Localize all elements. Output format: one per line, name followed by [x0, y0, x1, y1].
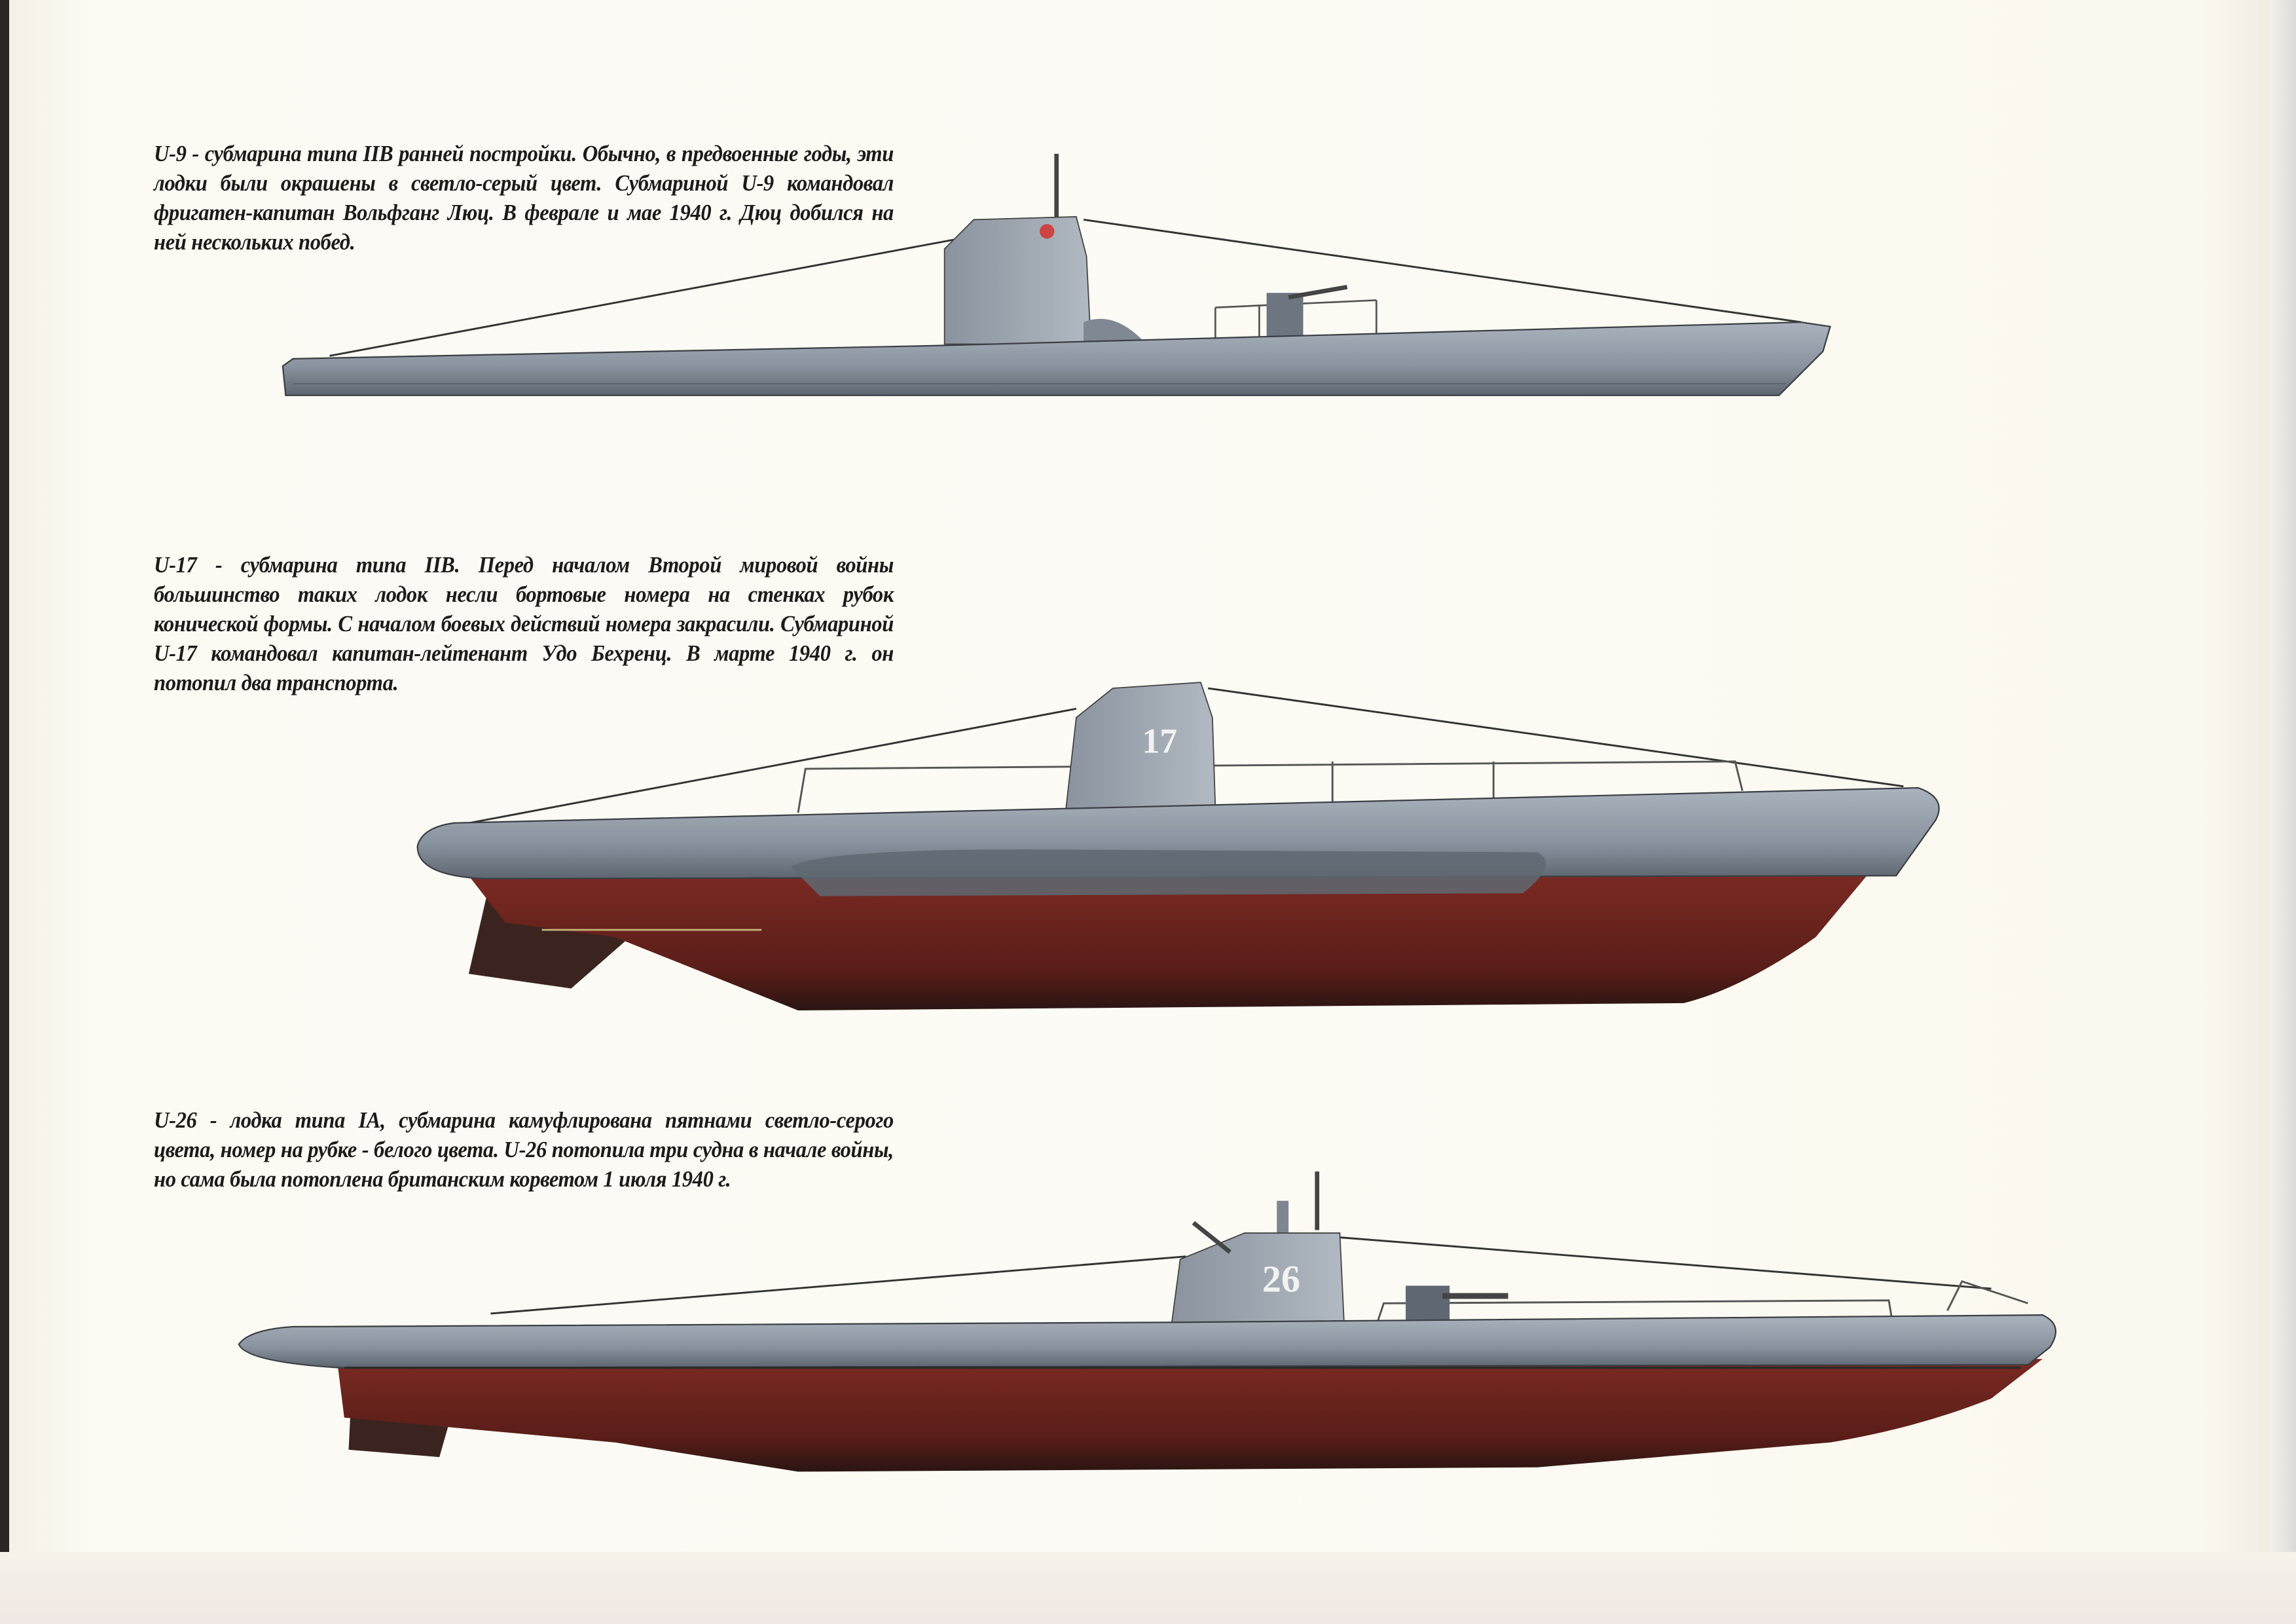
scan-edge-left — [0, 0, 9, 1624]
caption-u9: U-9 - субмарина типа IIB ранней постройк… — [154, 139, 894, 257]
caption-u17: U-17 - субмарина типа IIB. Перед началом… — [154, 550, 894, 697]
page-bottom-margin — [0, 1552, 2296, 1624]
caption-u26-text: U-26 - лодка типа IA, субмарина камуфлир… — [154, 1107, 894, 1192]
submarine-u26-illustration: 26 — [238, 1171, 2056, 1472]
caption-u17-text: U-17 - субмарина типа IIB. Перед началом… — [154, 552, 894, 695]
caption-u9-text: U-9 - субмарина типа IIB ранней постройк… — [154, 141, 894, 255]
submarine-u9-illustration — [282, 153, 1832, 396]
tower-number-u17: 17 — [1142, 721, 1178, 760]
submarine-u17-illustration: 17 — [416, 682, 1940, 1011]
caption-u26: U-26 - лодка типа IA, субмарина камуфлир… — [154, 1105, 894, 1194]
scan-edge-right — [2270, 0, 2296, 1624]
tower-number-u26: 26 — [1262, 1257, 1300, 1300]
